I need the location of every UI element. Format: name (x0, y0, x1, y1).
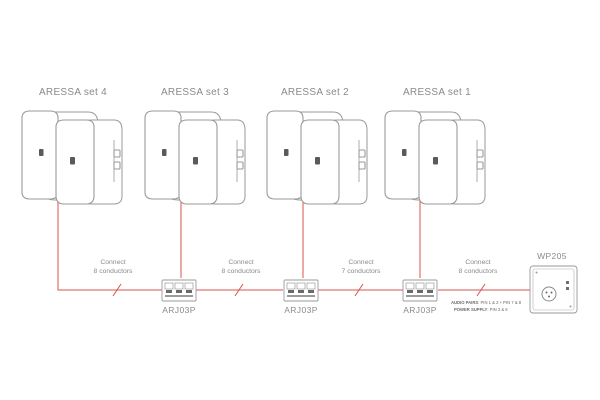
connection-label-line1: Connect (465, 259, 490, 266)
speaker-set-2: ARESSA set 2 (266, 87, 368, 205)
note-power-supply: POWER SUPPLY: PIN 3 & 6 (454, 307, 508, 312)
connection-label-2: Connect 8 conductors (222, 259, 262, 275)
junction-box-label: ARJ03P (403, 305, 437, 315)
note-audio-pairs: AUDIO PAIRS: PIN 1 & 2 + PIN 7 & 8 (451, 300, 522, 305)
connection-label-line2: 8 conductors (94, 268, 134, 275)
connection-label-3: Connect 7 conductors (342, 259, 382, 275)
conductor-mark-3 (354, 283, 364, 297)
junction-box-2: ARJ03P (283, 279, 319, 315)
conductor-mark-4 (476, 283, 486, 297)
speaker-set-3: ARESSA set 3 (144, 87, 246, 205)
connection-label-line1: Connect (228, 259, 253, 266)
connection-label-line1: Connect (100, 259, 125, 266)
xlr-socket-icon (541, 286, 557, 302)
wire-drop-set4 (57, 197, 162, 291)
conductor-mark-2 (234, 283, 244, 297)
connection-label-line2: 8 conductors (459, 268, 499, 275)
connection-label-line2: 8 conductors (222, 268, 262, 275)
speaker-set-1: ARESSA set 1 (384, 87, 486, 205)
set-label: ARESSA set 2 (281, 87, 349, 98)
set-label: ARESSA set 4 (39, 87, 107, 98)
connection-label-line2: 7 conductors (342, 268, 382, 275)
conductor-mark-1 (112, 283, 122, 297)
connection-label-1: Connect 8 conductors (94, 259, 134, 275)
connection-label-4: Connect 8 conductors (459, 259, 499, 275)
set-label: ARESSA set 3 (161, 87, 229, 98)
junction-box-label: ARJ03P (284, 305, 318, 315)
wiring (57, 197, 530, 297)
junction-box-label: ARJ03P (162, 305, 196, 315)
junction-box-3: ARJ03P (402, 279, 438, 315)
junction-box-1: ARJ03P (161, 279, 197, 315)
wall-panel-label: WP205 (537, 251, 567, 261)
wall-panel: WP205 AUDIO PAIRS: PIN 1 & 2 + PIN 7 & 8… (451, 251, 578, 314)
speaker-set-4: ARESSA set 4 (21, 87, 123, 205)
set-label: ARESSA set 1 (403, 87, 471, 98)
connection-label-line1: Connect (348, 259, 373, 266)
